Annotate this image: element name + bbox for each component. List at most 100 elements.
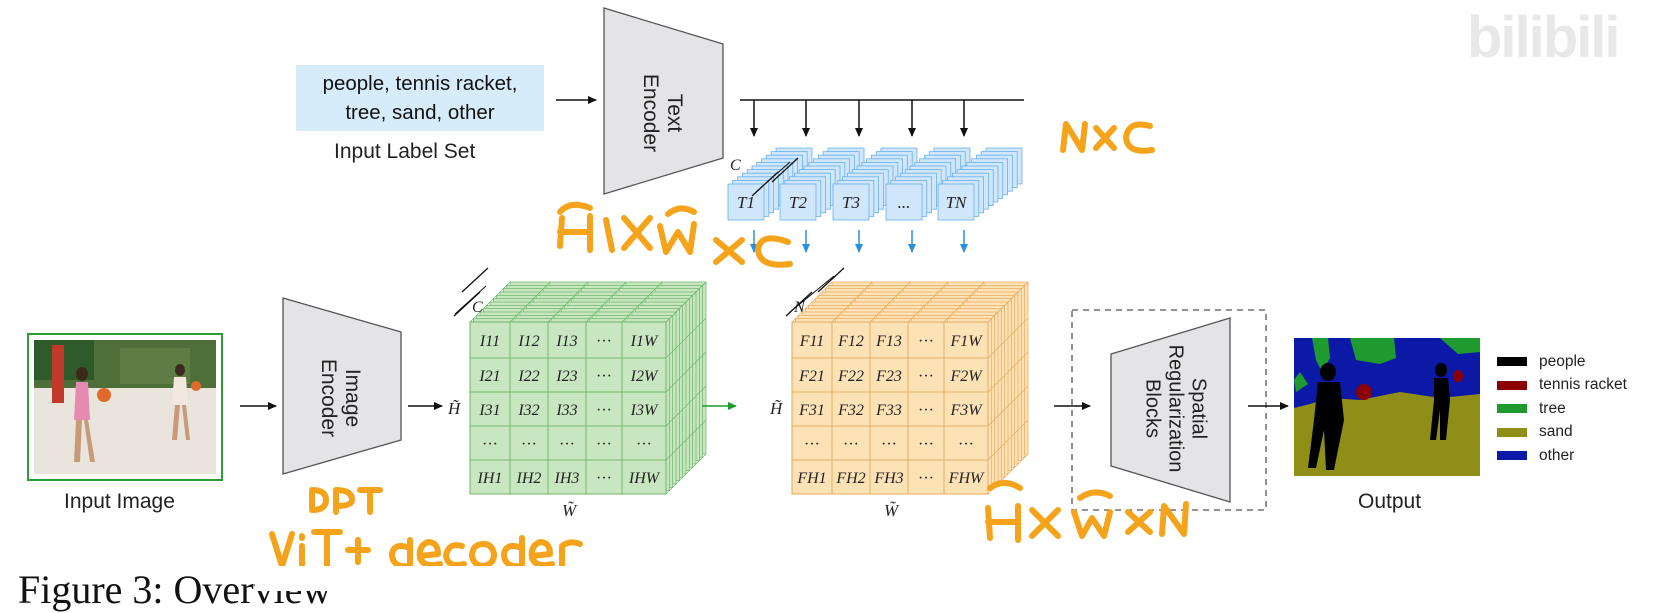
cube-dim-depth: C — [472, 299, 483, 316]
spatial-line3: Blocks — [1141, 379, 1164, 438]
cube-cell-label: IH1 — [477, 470, 503, 487]
cube-cell-label: F11 — [799, 333, 825, 350]
cube-cell-label: F2W — [949, 368, 983, 385]
legend-label: people — [1539, 352, 1586, 370]
legend-item: tennis racket — [1497, 374, 1627, 398]
legend-label: other — [1539, 446, 1575, 464]
text-token-label: ... — [898, 193, 911, 212]
cube-cell-label: FH1 — [796, 470, 826, 487]
cube-cell-label: ··· — [636, 436, 652, 453]
output-caption: Output — [1358, 490, 1422, 513]
spatial-block-shape — [1110, 317, 1231, 503]
text-encoder-line2: Encoder — [639, 73, 662, 153]
text-token-label: TN — [946, 193, 968, 212]
cube-cell-label: IHW — [628, 470, 661, 487]
cube-cell-label: IH3 — [554, 470, 580, 487]
cube-cell-label: ··· — [843, 436, 859, 453]
legend-item: tree — [1497, 397, 1627, 421]
cube-cell-label: F22 — [837, 368, 864, 385]
cube-dim-w: W̃ — [884, 501, 900, 520]
cube-cell-label: FHW — [948, 470, 985, 487]
spatial-line2: Regularization — [1164, 344, 1187, 473]
cube-cell-label: F23 — [875, 368, 902, 385]
cube-cell-label: F32 — [837, 402, 864, 419]
cube-cell-label: I11 — [479, 333, 500, 350]
text-encoder-line1: Text — [663, 93, 686, 133]
cube-cell-label: I21 — [478, 368, 500, 385]
legend-item: people — [1497, 350, 1627, 374]
spatial-line1: Spatial — [1187, 377, 1210, 440]
input-image — [27, 333, 223, 481]
legend-swatch-tennis-racket — [1497, 380, 1527, 390]
image-encoder-label: Image Encoder — [316, 358, 364, 438]
text-token-label: T2 — [789, 193, 807, 212]
legend-swatch-tree — [1497, 404, 1527, 414]
text-token-label: T3 — [842, 193, 860, 212]
cube-cell-label: ··· — [596, 436, 612, 453]
legend-item: other — [1497, 444, 1627, 468]
cube-cell-label: ··· — [918, 402, 934, 419]
input-label-set-caption: Input Label Set — [334, 140, 476, 163]
cube-cell-label: ··· — [596, 402, 612, 419]
cube-cell-label: ··· — [804, 436, 820, 453]
cube-cell-label: ··· — [918, 470, 934, 487]
cube-cell-label: ··· — [521, 436, 537, 453]
cube-cell-label: I13 — [555, 333, 577, 350]
text-encoder-shape — [603, 7, 724, 195]
text-token-stacks: T1 T2 T3... TN C — [727, 147, 1023, 221]
caption-occluder — [255, 566, 1525, 591]
cube-cell-label: F33 — [875, 402, 902, 419]
legend-swatch-other — [1497, 451, 1527, 461]
cube-cell-label: I3W — [630, 402, 659, 419]
image-embedding-cube: I11 I12 I13 ··· I1W I21 I22 I23 ··· I2W I31 I32 I33 ·… — [447, 281, 707, 520]
legend-swatch-people — [1497, 357, 1527, 367]
cube-cell-label: I1W — [630, 333, 659, 350]
cube-cell-label: IH2 — [516, 470, 542, 487]
text-token-label: T1 — [737, 193, 755, 212]
token-dim-c: C — [730, 157, 741, 174]
cube-cell-label: I2W — [630, 368, 659, 385]
cube-dim-depth: N — [793, 299, 806, 316]
cube-cell-label: F3W — [949, 402, 983, 419]
cube-cell-label: F31 — [798, 402, 825, 419]
text-encoder-bus-drops — [750, 100, 968, 137]
legend-label: tennis racket — [1539, 376, 1627, 394]
cube-cell-label: ··· — [596, 333, 612, 350]
bilibili-watermark: bilibili — [1467, 5, 1621, 70]
spatial-block-label: Spatial Regularization Blocks — [1141, 334, 1210, 484]
cube-cell-label: I23 — [555, 368, 577, 385]
legend-label: sand — [1539, 423, 1573, 441]
cube-cell-label: ··· — [596, 470, 612, 487]
feature-cube: F11 F12 F13 ··· F1W F21 F22 F23 ··· F2W F31 F32 F33 ·… — [769, 281, 1029, 520]
cube-cell-label: F21 — [798, 368, 825, 385]
text-token-stack: TN — [937, 147, 1023, 221]
cube-cell-label: ··· — [559, 436, 575, 453]
cube-cell-label: FH3 — [873, 470, 903, 487]
label-set-line1: people, tennis racket, — [322, 72, 518, 95]
output-legend: people tennis racket tree sand other — [1497, 350, 1627, 468]
label-set-line2: tree, sand, other — [345, 101, 495, 124]
input-label-set-box: people, tennis racket, tree, sand, other — [296, 65, 544, 131]
cube-dim-w: W̃ — [562, 501, 578, 520]
cube-cell-label: I22 — [517, 368, 539, 385]
text-encoder-label: Text Encoder — [638, 73, 686, 153]
cube-cell-label: ··· — [918, 333, 934, 350]
cube-cell-label: ··· — [958, 436, 974, 453]
spatial-block-dashed-frame — [1071, 309, 1267, 511]
cube-cell-label: ··· — [918, 436, 934, 453]
cube-dim-h: H̃ — [447, 399, 462, 418]
cube-cell-label: F12 — [837, 333, 864, 350]
image-encoder-shape — [282, 297, 402, 475]
cube-cell-label: I31 — [478, 402, 500, 419]
cube-cell-label: I33 — [555, 402, 577, 419]
handwritten-annotations — [269, 121, 1189, 570]
cube-cell-label: I12 — [517, 333, 539, 350]
legend-swatch-sand — [1497, 427, 1527, 437]
cube-cell-label: F1W — [949, 333, 983, 350]
cube-cell-label: FH2 — [835, 470, 865, 487]
overview-figure: T1 T2 T3... TN C I11 I12 I13 ··· I1W I21 I22 I23 ···… — [27, 7, 1480, 570]
cube-cell-label: ··· — [881, 436, 897, 453]
legend-label: tree — [1539, 399, 1566, 417]
cube-cell-label: I32 — [517, 402, 539, 419]
cube-cell-label: F13 — [875, 333, 902, 350]
